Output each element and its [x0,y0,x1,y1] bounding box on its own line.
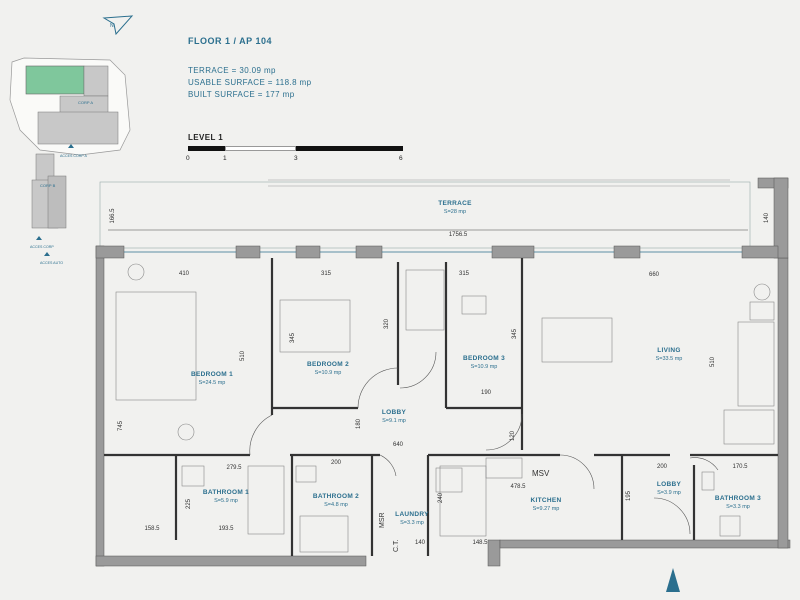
dim-315-b: 315 [459,271,470,277]
scale-tick-1: 1 [223,155,227,162]
dim-478-5: 478.5 [510,484,526,490]
dim-158-5: 158.5 [144,526,160,532]
room-kitchen-area: S=9.27 mp [533,506,560,512]
dining-table [541,317,613,363]
dim-190: 190 [481,390,492,396]
msr-label: MSR [379,512,386,528]
door-arcs [249,351,719,535]
apartment-title: FLOOR 1 / AP 104 [188,36,273,46]
selected-apartment-highlight [25,65,85,95]
north-arrow-icon: N [102,15,134,36]
room-living-area: S=33.5 mp [656,356,683,362]
dim-640: 640 [393,442,404,448]
dim-193-5: 193.5 [218,526,234,532]
dim-410: 410 [179,271,190,277]
access-corp-a-label: ACCES CORP A [60,154,87,158]
room-bedroom-3-area: S=10.9 mp [471,364,498,370]
corp-b-label: CORP B [40,183,56,188]
scale-bar [188,146,403,152]
dim-745: 745 [118,420,124,431]
scale-tick-0: 0 [186,155,190,162]
dim-320: 320 [384,318,390,329]
terrace-surface: TERRACE = 30.09 mp [188,66,276,75]
dim-315-a: 315 [321,271,332,277]
room-bathroom-2-name: BATHROOM 2 [313,493,359,500]
bed-bedroom-1 [115,291,197,401]
shower [247,465,285,535]
room-bathroom-2-area: S=4.8 mp [324,502,348,508]
dim-225: 225 [186,498,192,509]
access-corp-label: ACCES CORP [30,245,54,249]
dim-120: 120 [510,430,516,441]
bed-bedroom-2 [279,299,351,353]
dim-510-b: 510 [710,356,716,367]
scale-tick-3: 3 [294,155,298,162]
access-auto-label: ACCES AUTO [40,261,63,265]
entrance-arrow-icon [666,568,680,592]
room-lobby-name: LOBBY [382,409,407,416]
dim-200-a: 200 [331,460,342,466]
corp-a-label: CORP A [78,100,93,105]
dim-1756-5: 1756.5 [449,232,468,238]
dim-345-b: 345 [512,328,518,339]
room-lobby-area: S=9.1 mp [382,418,406,424]
room-bedroom-2-area: S=10.9 mp [315,370,342,376]
dim-170-5: 170.5 [732,464,748,470]
room-living-name: LIVING [657,347,680,354]
dim-660: 660 [649,272,660,278]
room-kitchen-name: KITCHEN [531,497,562,504]
exterior-walls [95,177,791,567]
dim-345-a: 345 [290,332,296,343]
room-bathroom-1-name: BATHROOM 1 [203,489,249,496]
bathtub [299,515,349,553]
level-title: LEVEL 1 [188,133,224,142]
scale-tick-6: 6 [399,155,403,162]
dim-140-bottom: 140 [415,540,426,546]
room-bathroom-3-area: S=3.3 mp [726,504,750,510]
room-terrace-name: TERRACE [438,200,472,207]
room-lobby-2-name: LOBBY [657,481,682,488]
room-bathroom-3-name: BATHROOM 3 [715,495,761,502]
svg-text:N: N [110,23,114,29]
room-laundry-area: S=3.3 mp [400,520,424,526]
room-bedroom-3-name: BEDROOM 3 [463,355,505,362]
room-laundry-name: LAUNDRY [395,511,429,518]
dim-166-5: 166.5 [110,208,116,224]
room-lobby-2-area: S=3.9 mp [657,490,681,496]
dim-240: 240 [438,492,444,503]
desk-bedroom-3 [405,269,445,331]
dim-140-top: 140 [764,212,770,223]
usable-surface: USABLE SURFACE = 118.8 mp [188,78,312,87]
room-bedroom-1-area: S=24.5 mp [199,380,226,386]
ct-label: C.T. [393,540,400,553]
msv-label: MSV [532,469,550,478]
sofa [737,321,775,407]
built-surface: BUILT SURFACE = 177 mp [188,90,295,99]
terrace-outline [99,181,751,249]
room-terrace-area: S=28 mp [444,209,466,215]
room-bathroom-1-area: S=5.9 mp [214,498,238,504]
furniture [115,263,775,553]
key-plan: N CORP A CORP B ACCES CORP A ACCES CORP … [9,15,134,265]
dim-510-a: 510 [240,350,246,361]
dim-200-b: 200 [657,464,668,470]
dim-279-5: 279.5 [226,465,242,471]
room-bedroom-2-name: BEDROOM 2 [307,361,349,368]
dim-180: 180 [356,418,362,429]
interior-walls [104,258,778,556]
dim-195: 195 [626,490,632,501]
dim-148-5: 148.5 [472,540,488,546]
kitchen-counter [439,465,487,537]
room-bedroom-1-name: BEDROOM 1 [191,371,233,378]
